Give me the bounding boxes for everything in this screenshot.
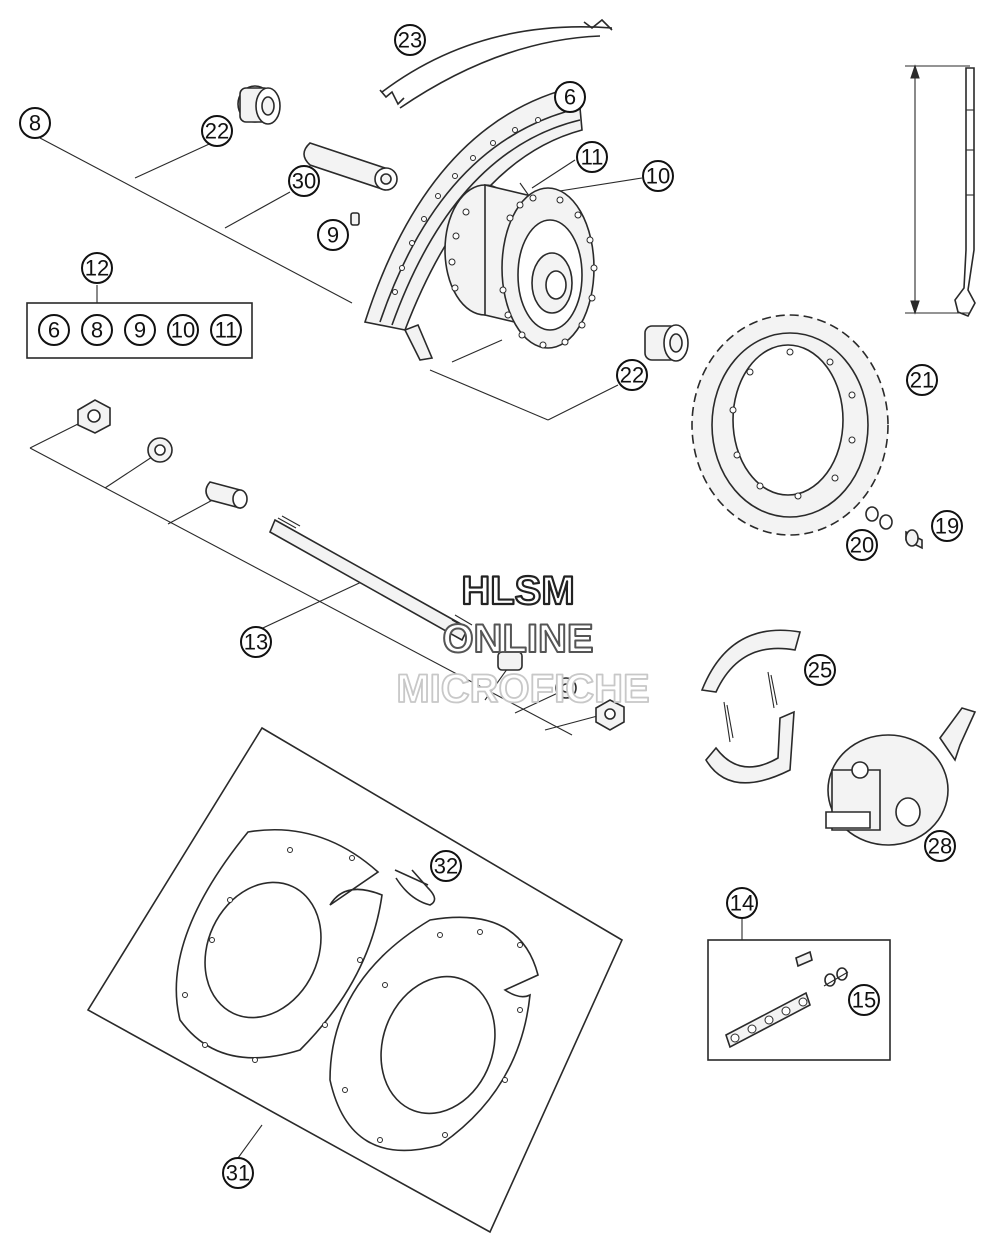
- svg-text:12: 12: [85, 256, 109, 281]
- callout-30: 30: [288, 165, 320, 197]
- svg-text:10: 10: [646, 164, 670, 189]
- kit-12-item-8: 8: [81, 314, 113, 346]
- rim-tape-sheet: [86, 726, 624, 1234]
- svg-text:8: 8: [91, 318, 103, 343]
- kit-12-item-10: 10: [167, 314, 199, 346]
- axle-washer-left: [147, 437, 173, 463]
- axle-washer-right: [555, 677, 577, 699]
- callout-10: 10: [642, 160, 674, 192]
- svg-text:22: 22: [205, 119, 229, 144]
- sprocket: [691, 314, 889, 536]
- svg-text:9: 9: [134, 318, 146, 343]
- callout-14: 14: [726, 887, 758, 919]
- axle-spacer-right: [497, 651, 523, 671]
- callout-31: 31: [222, 1157, 254, 1189]
- chain-kit-box: [707, 939, 891, 1061]
- svg-text:11: 11: [215, 318, 238, 343]
- axle-nut-left: [77, 399, 111, 434]
- callout-6: 6: [554, 81, 586, 113]
- callout-19: 19: [931, 510, 963, 542]
- svg-text:11: 11: [581, 145, 604, 170]
- axle: [268, 515, 473, 642]
- kit-12-box: [26, 302, 253, 359]
- brake-shoes: [700, 629, 802, 784]
- spoke-nipple: [350, 212, 360, 226]
- svg-text:22: 22: [620, 363, 644, 388]
- svg-text:31: 31: [226, 1161, 250, 1186]
- callout-23: 23: [394, 24, 426, 56]
- bearing-lower: [644, 324, 689, 362]
- bearing-upper: [237, 85, 281, 125]
- svg-text:6: 6: [564, 85, 576, 110]
- callout-13: 13: [240, 626, 272, 658]
- watermark: HLSM ONLINE MICROFICHE: [395, 568, 650, 712]
- svg-text:23: 23: [398, 28, 422, 53]
- svg-text:32: 32: [434, 854, 458, 879]
- kit-12-item-9: 9: [124, 314, 156, 346]
- watermark-line-3: MICROFICHE: [396, 667, 649, 711]
- callout-15: 15: [848, 984, 880, 1016]
- callout-32: 32: [430, 850, 462, 882]
- svg-text:19: 19: [935, 514, 959, 539]
- spacer-tube: [303, 142, 398, 191]
- svg-text:30: 30: [292, 169, 316, 194]
- svg-text:9: 9: [327, 223, 339, 248]
- svg-text:20: 20: [850, 533, 874, 558]
- callout-21: 21: [906, 364, 938, 396]
- svg-text:28: 28: [928, 834, 952, 859]
- svg-text:8: 8: [29, 111, 41, 136]
- master-link: [795, 950, 849, 987]
- svg-text:13: 13: [244, 630, 268, 655]
- callout-8: 8: [19, 107, 51, 139]
- callout-11: 11: [576, 141, 608, 173]
- svg-text:25: 25: [808, 658, 832, 683]
- callout-28: 28: [924, 830, 956, 862]
- sprocket-bolt: [905, 529, 923, 550]
- watermark-line-2: ONLINE: [442, 617, 593, 661]
- svg-text:10: 10: [171, 318, 195, 343]
- sprocket-washers: [865, 506, 893, 530]
- svg-text:21: 21: [910, 368, 934, 393]
- callout-22-upper: 22: [201, 115, 233, 147]
- callout-20: 20: [846, 529, 878, 561]
- cable-tie: [394, 869, 436, 906]
- callout-12: 12: [81, 252, 113, 284]
- callout-9: 9: [317, 219, 349, 251]
- svg-text:15: 15: [852, 988, 876, 1013]
- kit-12-item-11: 11: [210, 314, 242, 346]
- tire-section: [379, 18, 613, 109]
- svg-text:6: 6: [48, 318, 60, 343]
- callout-22-lower: 22: [616, 359, 648, 391]
- axle-nut-right: [595, 699, 625, 731]
- axle-spacer-left: [205, 481, 248, 510]
- spoke: [954, 67, 976, 318]
- kit-12-item-6: 6: [38, 314, 70, 346]
- hub: [444, 183, 598, 349]
- svg-text:14: 14: [730, 891, 754, 916]
- callout-25: 25: [804, 654, 836, 686]
- watermark-line-1: HLSM: [461, 569, 574, 613]
- brake-plate: [825, 707, 977, 846]
- chain-segment: [725, 991, 811, 1049]
